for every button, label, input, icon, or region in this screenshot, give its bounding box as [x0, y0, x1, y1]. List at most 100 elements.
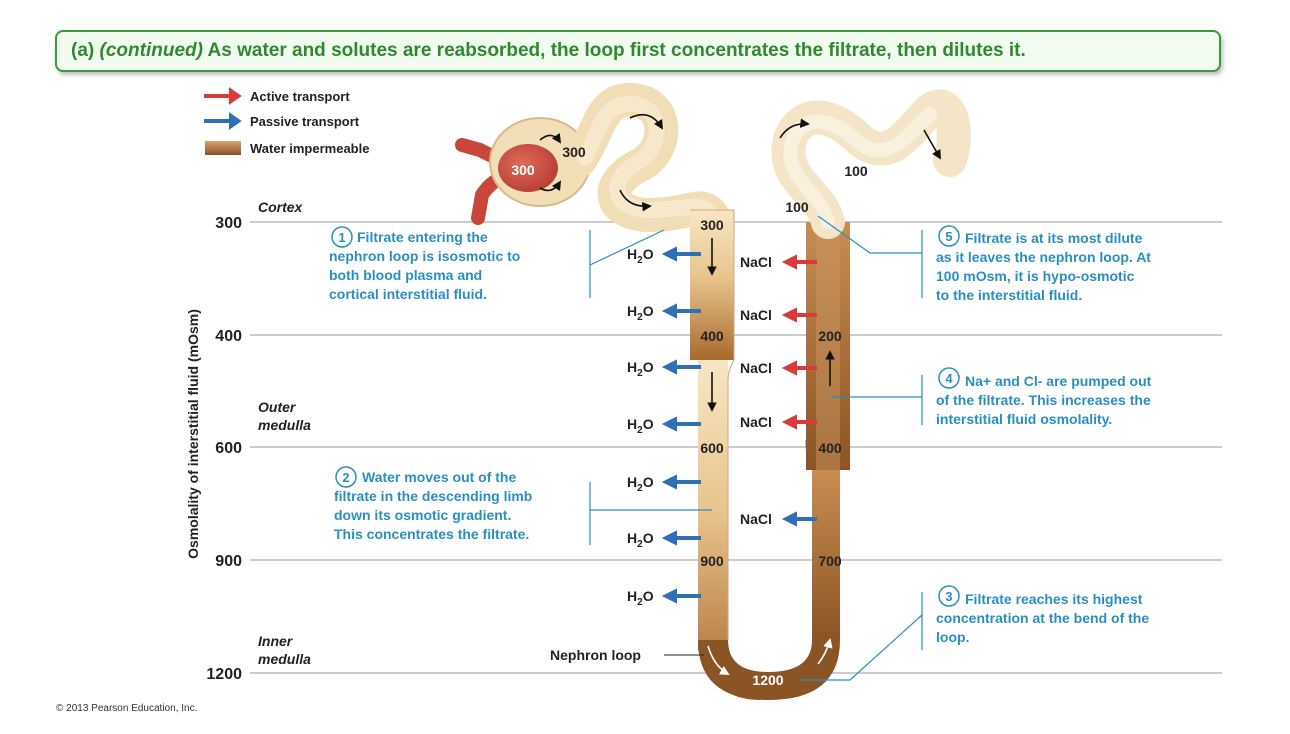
value-asc-400: 400: [818, 440, 842, 456]
value-bowman: 300: [562, 144, 586, 160]
water-o: O: [643, 359, 654, 375]
water-o: O: [643, 416, 654, 432]
water-label-2: H2O: [627, 359, 654, 379]
y-axis-ticks: 300 400 600 900 1200: [206, 215, 242, 683]
value-distal: 100: [844, 163, 868, 179]
value-desc-600: 600: [700, 440, 724, 456]
water-h: H: [627, 359, 637, 375]
svg-text:This concentrates the filtrate: This concentrates the filtrate.: [334, 526, 529, 542]
water-sub: 2: [637, 597, 643, 608]
zone-outer-medulla-2: medulla: [258, 417, 311, 433]
water-h: H: [627, 303, 637, 319]
nacl-arrow-0: [781, 254, 817, 270]
glomerulus: [498, 144, 558, 192]
nacl-label-4: NaCl: [740, 511, 772, 527]
water-label-4: H2O: [627, 474, 654, 494]
svg-text:nephron loop is isosmotic to: nephron loop is isosmotic to: [329, 248, 520, 264]
svg-text:down its osmotic gradient.: down its osmotic gradient.: [334, 507, 511, 523]
svg-text:2: 2: [342, 470, 349, 485]
svg-text:3: 3: [945, 589, 952, 604]
title-main: As water and solutes are reabsorbed, the…: [207, 40, 1026, 61]
legend-impermeable-label: Water impermeable: [250, 141, 369, 156]
descending-limb-thin: [698, 360, 760, 700]
flow-arrows: [539, 113, 941, 675]
callout-4: 4 Na+ and Cl- are pumped out of the filt…: [936, 367, 1152, 427]
water-arrow-0: [661, 246, 701, 262]
nacl-arrow-2: [781, 360, 817, 376]
value-asc-700: 700: [818, 553, 842, 569]
ascending-limb-thin: [812, 470, 840, 640]
zone-cortex: Cortex: [258, 199, 304, 215]
legend-active-label: Active transport: [250, 89, 350, 104]
svg-text:Filtrate is at its most dilute: Filtrate is at its most dilute: [965, 230, 1143, 246]
water-sub: 2: [637, 425, 643, 436]
water-o: O: [643, 530, 654, 546]
water-arrow-1: [661, 303, 701, 319]
nacl-arrow-4: [781, 511, 817, 527]
water-o: O: [643, 303, 654, 319]
zone-labels: Cortex Outer medulla Inner medulla: [258, 199, 311, 667]
water-sub: 2: [637, 255, 643, 266]
water-label-1: H2O: [627, 303, 654, 323]
callout-leaders: [589, 215, 923, 681]
callout-1: 1 Filtrate entering the nephron loop is …: [329, 226, 520, 302]
tick-300: 300: [215, 215, 242, 232]
water-label-5: H2O: [627, 530, 654, 550]
water-arrow-3: [661, 416, 701, 432]
nephron-loop-label: Nephron loop: [550, 647, 641, 663]
water-sub: 2: [637, 483, 643, 494]
water-label-0: H2O: [627, 246, 654, 266]
legend-passive-label: Passive transport: [250, 114, 360, 129]
water-h: H: [627, 416, 637, 432]
svg-text:cortical interstitial fluid.: cortical interstitial fluid.: [329, 286, 487, 302]
tick-400: 400: [215, 328, 242, 345]
nacl-label-2: NaCl: [740, 360, 772, 376]
loop-bend: [698, 640, 840, 700]
nacl-label-0: NaCl: [740, 254, 772, 270]
zone-outer-medulla-1: Outer: [258, 399, 297, 415]
figure-title: (a) (continued) As water and solutes are…: [71, 40, 1026, 62]
water-h: H: [627, 588, 637, 604]
water-o: O: [643, 474, 654, 490]
svg-text:Water moves out of the: Water moves out of the: [362, 469, 516, 485]
blue-arrow-icon: [204, 112, 242, 130]
svg-text:filtrate in the descending lim: filtrate in the descending limb: [334, 488, 532, 504]
tick-900: 900: [215, 553, 242, 570]
water-arrow-2: [661, 359, 701, 375]
svg-text:Filtrate entering the: Filtrate entering the: [357, 229, 488, 245]
zone-inner-medulla-2: medulla: [258, 651, 311, 667]
water-h: H: [627, 530, 637, 546]
water-o: O: [643, 246, 654, 262]
value-desc-900: 900: [700, 553, 724, 569]
svg-text:5: 5: [945, 229, 952, 244]
zone-inner-medulla-1: Inner: [258, 633, 294, 649]
tick-600: 600: [215, 440, 242, 457]
svg-text:as it leaves the nephron loop.: as it leaves the nephron loop. At: [936, 249, 1151, 265]
nacl-label-1: NaCl: [740, 307, 772, 323]
nacl-arrow-1: [781, 307, 817, 323]
title-banner: (a) (continued) As water and solutes are…: [55, 30, 1221, 72]
svg-text:loop.: loop.: [936, 629, 969, 645]
water-arrow-6: [661, 588, 701, 604]
callout-2: 2 Water moves out of the filtrate in the…: [334, 466, 532, 542]
svg-text:interstitial fluid osmolality.: interstitial fluid osmolality.: [936, 411, 1112, 427]
water-arrow-4: [661, 474, 701, 490]
callout-5: 5 Filtrate is at its most dilute as it l…: [936, 225, 1151, 303]
nacl-label-3: NaCl: [740, 414, 772, 430]
water-sub: 2: [637, 368, 643, 379]
svg-text:to the interstitial fluid.: to the interstitial fluid.: [936, 287, 1082, 303]
value-desc-400: 400: [700, 328, 724, 344]
copyright-notice: © 2013 Pearson Education, Inc.: [56, 703, 198, 714]
svg-text:Na+ and Cl- are pumped out: Na+ and Cl- are pumped out: [965, 373, 1152, 389]
value-asc-200: 200: [818, 328, 842, 344]
water-h: H: [627, 474, 637, 490]
svg-text:1: 1: [338, 230, 345, 245]
brown-bar-icon: [205, 141, 241, 155]
water-sub: 2: [637, 312, 643, 323]
descending-limb-thick: [690, 210, 734, 360]
water-arrow-5: [661, 530, 701, 546]
water-o: O: [643, 588, 654, 604]
